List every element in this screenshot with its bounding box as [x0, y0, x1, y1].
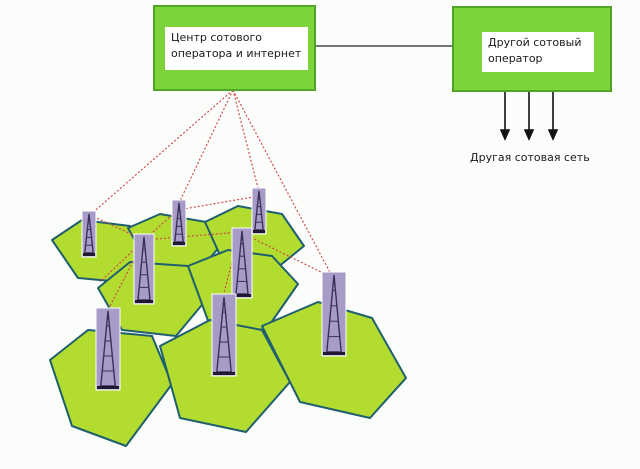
hex-cell	[261, 301, 407, 419]
link-line	[177, 195, 260, 211]
arrow-head	[523, 129, 535, 141]
link-line	[239, 231, 334, 279]
cell-tower-icon	[321, 271, 347, 357]
link-line	[177, 89, 234, 206]
link-line	[232, 89, 334, 279]
link-line	[89, 89, 234, 216]
arrow-head	[547, 129, 559, 141]
other-operator-label: Другой сотовый оператор	[482, 32, 594, 72]
cell-tower-icon	[133, 233, 155, 305]
cell-tower-icon	[251, 187, 267, 235]
cell-tower-icon	[211, 293, 237, 377]
cell-tower-icon	[231, 227, 253, 299]
arrow-head	[499, 129, 511, 141]
cell-tower-icon	[95, 307, 121, 391]
link-line	[232, 89, 260, 193]
other-operator-box: Другой сотовый оператор	[452, 6, 612, 92]
operator-center-box: Центр сотового оператора и интернет	[153, 5, 316, 91]
other-network-caption: Другая сотовая сеть	[470, 151, 590, 164]
link-line	[143, 231, 241, 241]
operator-center-label: Центр сотового оператора и интернет	[165, 27, 308, 70]
cell-tower-icon	[171, 199, 187, 247]
outgoing-arrows	[499, 92, 559, 141]
towers	[81, 187, 347, 391]
cell-tower-icon	[81, 210, 97, 258]
